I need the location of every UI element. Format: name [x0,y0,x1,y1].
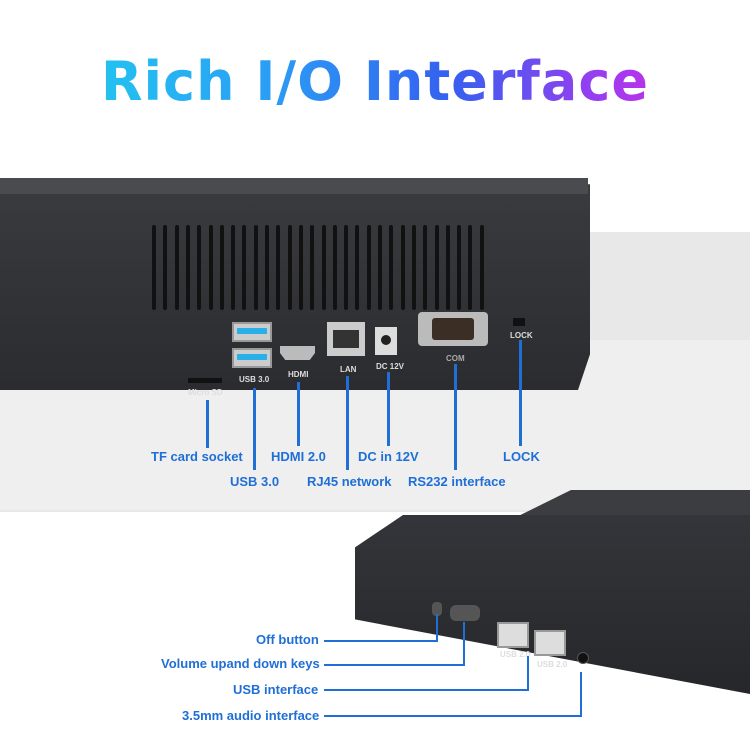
vent-slot [152,225,156,310]
power-button [432,602,442,616]
vent-slot [457,225,462,310]
mini-pc-top-edge [0,178,588,194]
vent-slot [411,225,416,310]
usb2-port [534,630,566,656]
callout-hdmi: HDMI 2.0 [271,449,326,464]
callout-line [580,672,582,717]
callout-line [519,340,522,446]
vent-slot [265,225,269,310]
vent-slot [445,225,450,310]
com-port [418,312,488,346]
callout-rs232: RS232 interface [408,474,506,489]
port-label-lan: LAN [340,365,357,374]
volume-rocker [450,605,480,621]
vent-slot [434,225,439,310]
vent-slot [242,225,247,310]
port-label-microsd: Micro SD [188,388,223,397]
audio-jack [577,652,589,664]
hdmi-port [280,346,315,360]
callout-audio: 3.5mm audio interface [182,708,320,723]
vent-slot [400,225,405,310]
usb3-port [232,322,272,342]
callout-line [436,614,438,642]
vent-slot [321,225,326,310]
callout-line [297,382,300,446]
callout-line [324,664,465,666]
callout-dc-in: DC in 12V [358,449,419,464]
port-label-usb2: USB 2.0 [500,650,531,659]
usb3-port [232,348,272,368]
callout-usb3: USB 3.0 [230,474,280,489]
callout-volume-keys: Volume upand down keys [161,656,320,671]
port-label-hdmi: HDMI [288,370,309,379]
vent-slot [423,225,428,310]
port-label-usb2: USB 2.0 [537,660,568,669]
vent-slot [208,225,213,310]
port-label-lock: LOCK [510,331,533,340]
vent-slot [310,225,315,310]
vent-slot [253,225,258,310]
vent-slot [378,225,382,310]
callout-off-button: Off button [256,632,319,647]
callout-usb-interface: USB interface [233,682,319,697]
vent-slot [287,225,292,310]
port-label-dc: DC 12V [376,362,405,371]
dc-jack [375,327,397,355]
port-label-usb3: USB 3.0 [239,375,270,384]
microsd-slot [188,378,222,383]
vent-slot [219,225,224,310]
vent-slot [332,225,337,310]
callout-line [253,388,256,470]
callout-rj45: RJ45 network [307,474,392,489]
callout-line [206,400,209,448]
vent-slot [468,225,473,310]
vent-slot [366,225,371,310]
vent-slot [174,225,179,310]
vent-slot [197,225,202,310]
callout-line [387,372,390,446]
lan-port [327,322,365,356]
callout-line [324,715,582,717]
vent-slot [231,225,236,310]
callout-line [454,364,457,470]
usb2-port [497,622,529,648]
vent-slot [298,225,303,310]
vent-slot [344,225,349,310]
vent-slot [389,225,394,310]
vent-slot [163,225,168,310]
callout-line [346,376,349,470]
callout-lock: LOCK [503,449,540,464]
vent-slot [479,225,484,310]
vent-slot [185,225,190,310]
vent-slot [276,225,281,310]
port-label-com: COM [446,354,465,363]
callout-line [324,640,438,642]
callout-line [324,689,529,691]
callout-tf-card: TF card socket [151,449,243,464]
vent-slot [355,225,360,310]
lock-slot [513,318,525,326]
callout-line [463,622,465,666]
page-title: Rich I/O Interface [0,50,750,113]
callout-line [527,656,529,691]
